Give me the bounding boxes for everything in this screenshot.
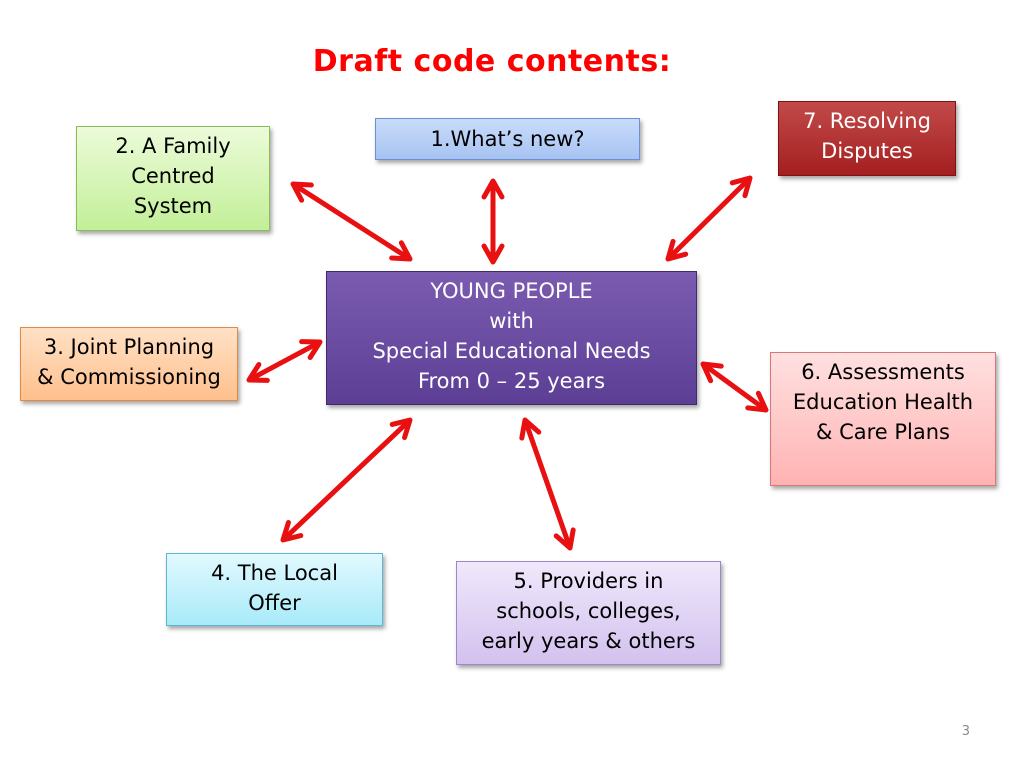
arrow-joint-planning bbox=[246, 339, 323, 383]
arrow-local-offer-head-start bbox=[280, 519, 304, 543]
arrow-joint-planning-head-end bbox=[299, 339, 323, 360]
arrow-whats-new-head-start bbox=[481, 178, 505, 200]
box-resolving-disputes: 7. Resolving Disputes bbox=[778, 101, 956, 176]
arrow-local-offer-shaft bbox=[282, 419, 411, 541]
box-assessments-label: 6. Assessments Education Health & Care P… bbox=[792, 360, 974, 444]
arrow-assessments-head-start bbox=[700, 361, 724, 384]
arrow-family-centred-shaft bbox=[293, 183, 410, 260]
arrow-providers-head-end bbox=[553, 527, 576, 551]
arrow-joint-planning-shaft bbox=[249, 340, 320, 382]
arrow-providers bbox=[519, 417, 576, 551]
box-providers-label: 5. Providers in schools, colleges, early… bbox=[481, 569, 696, 653]
box-joint-planning: 3. Joint Planning & Commissioning bbox=[20, 327, 238, 401]
arrow-resolving-head-end bbox=[665, 238, 689, 262]
center-box-label: YOUNG PEOPLE with Special Educational Ne… bbox=[372, 279, 651, 393]
arrow-assessments bbox=[700, 361, 769, 413]
center-box-young-people: YOUNG PEOPLE with Special Educational Ne… bbox=[326, 271, 697, 405]
box-family-centred-system: 2. A Family Centred System bbox=[76, 126, 270, 231]
arrow-whats-new-head-end bbox=[481, 243, 505, 265]
arrow-whats-new bbox=[481, 178, 505, 265]
box-family-centred-system-label: 2. A Family Centred System bbox=[115, 134, 231, 218]
arrow-resolving-shaft bbox=[667, 177, 751, 260]
arrow-family-centred-head-start bbox=[290, 181, 314, 203]
arrow-resolving bbox=[665, 175, 753, 262]
arrow-assessments-shaft bbox=[702, 363, 767, 411]
arrow-joint-planning-head-start bbox=[246, 362, 270, 383]
box-whats-new-label: 1.What’s new? bbox=[430, 127, 585, 151]
page-number: 3 bbox=[961, 724, 970, 739]
box-local-offer: 4. The Local Offer bbox=[166, 553, 383, 626]
arrow-providers-head-start bbox=[519, 417, 542, 441]
arrow-family-centred-head-end bbox=[389, 240, 413, 262]
arrow-local-offer bbox=[280, 417, 413, 543]
box-resolving-disputes-label: 7. Resolving Disputes bbox=[803, 109, 931, 163]
arrow-local-offer-head-end bbox=[389, 417, 413, 441]
arrow-providers-shaft bbox=[523, 420, 572, 548]
arrow-family-centred bbox=[290, 181, 413, 262]
arrow-assessments-head-end bbox=[745, 390, 769, 413]
arrow-resolving-head-start bbox=[729, 175, 753, 199]
box-local-offer-label: 4. The Local Offer bbox=[211, 561, 338, 615]
box-assessments: 6. Assessments Education Health & Care P… bbox=[770, 352, 996, 486]
box-providers: 5. Providers in schools, colleges, early… bbox=[456, 561, 721, 665]
box-whats-new: 1.What’s new? bbox=[375, 118, 640, 160]
slide-title: Draft code contents: bbox=[312, 44, 672, 79]
box-joint-planning-label: 3. Joint Planning & Commissioning bbox=[37, 335, 221, 389]
